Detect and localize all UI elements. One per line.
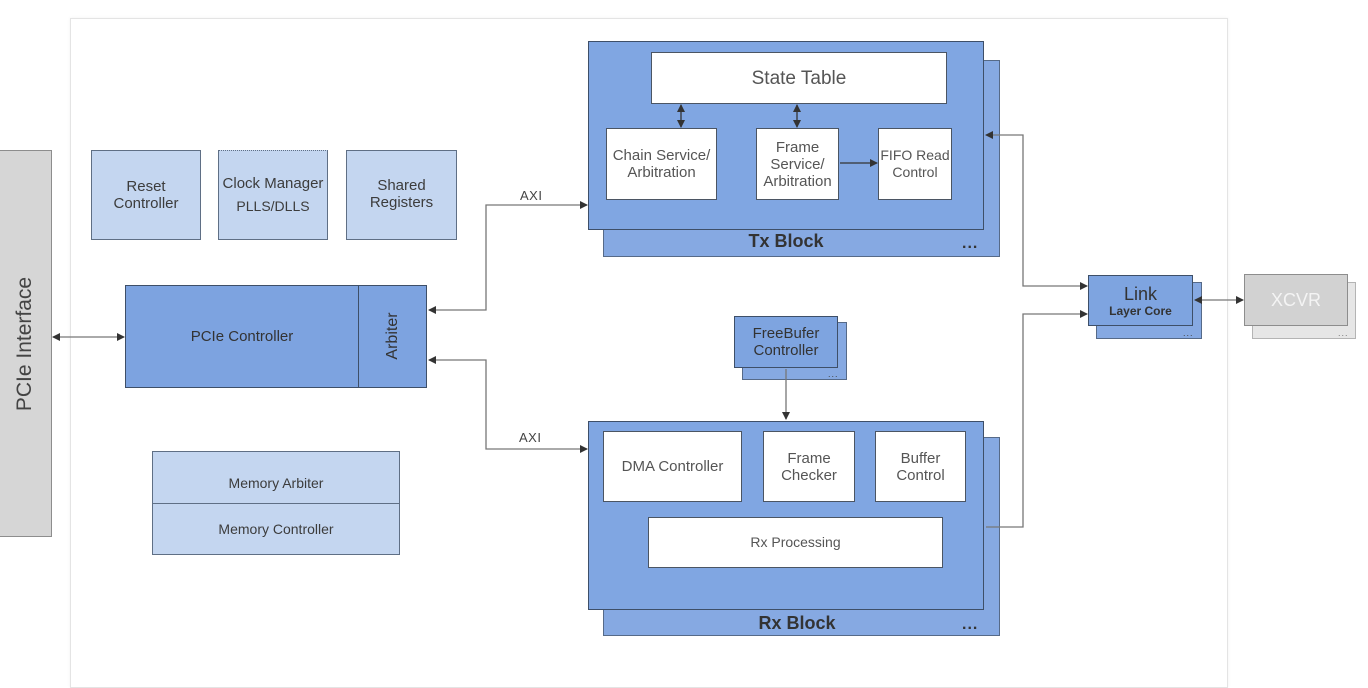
fifo-read-line1: FIFO Read [880,147,950,163]
link-layer-block: Link Layer Core [1088,275,1193,326]
pcie-interface-block: PCIe Interface [0,150,52,537]
memory-controller-block: Memory Controller [152,503,400,555]
tx-block-label: Tx Block [748,231,824,251]
shared-registers-block: Shared Registers [346,150,457,240]
rx-block-label: Rx Block [758,613,836,633]
frame-checker-line2: Checker [781,466,837,484]
memory-arbiter-block: Memory Arbiter [152,451,400,504]
buffer-control-line2: Control [896,467,945,484]
buffer-control-block: Buffer Control [875,431,966,502]
link-layer-line2: Layer Core [1109,303,1172,318]
chain-service-line2: Arbitration [627,164,696,181]
tx-block-more: ... [962,235,979,252]
frame-service-line2: Service/ [770,155,825,173]
reset-controller-line2: Controller [113,195,179,212]
link-layer-line1: Link [1123,283,1158,304]
fifo-read-line2: Control [892,164,938,180]
clock-manager-block: Clock Manager PLLS/DLLS [218,150,328,240]
buffer-control-line1: Buffer [900,450,941,467]
frame-checker-line1: Frame [787,449,831,467]
clock-manager-line2: PLLS/DLLS [236,198,310,214]
state-table-label: State Table [751,67,847,89]
shared-registers-line2: Registers [369,194,434,211]
chain-service-line1: Chain Service/ [612,147,711,164]
dma-controller-label: DMA Controller [621,458,724,475]
rx-processing-block: Rx Processing [648,517,943,568]
shared-registers-line1: Shared [377,177,426,194]
pcie-controller-label: PCIe Controller [190,328,294,345]
reset-controller-block: Reset Controller [91,150,201,240]
chain-service-block: Chain Service/ Arbitration [606,128,717,200]
dma-controller-block: DMA Controller [603,431,742,502]
link-layer-more: ... [1183,328,1194,338]
freebuffer-block: FreeBufer Controller [734,316,838,368]
clock-manager-line1: Clock Manager [222,175,324,192]
pcie-interface-label: PCIe Interface [13,276,36,412]
pcie-controller-block: PCIe Controller [125,285,359,388]
axi-bottom-label: AXI [519,430,542,445]
freebuffer-line1: FreeBufer [752,325,820,342]
fifo-read-block: FIFO Read Control [878,128,952,200]
memory-controller-label: Memory Controller [218,520,334,537]
frame-service-block: Frame Service/ Arbitration [756,128,839,200]
arbiter-block: Arbiter [358,285,427,388]
freebuffer-line2: Controller [753,342,819,359]
rx-processing-label: Rx Processing [750,534,841,550]
xcvr-more: ... [1338,328,1349,338]
xcvr-label: XCVR [1270,289,1321,310]
arbiter-label: Arbiter [384,312,401,360]
reset-controller-line1: Reset [126,178,166,195]
rx-block-more: ... [962,616,979,633]
freebuffer-more: ... [828,369,839,379]
state-table-block: State Table [651,52,947,104]
memory-arbiter-label: Memory Arbiter [228,475,324,491]
frame-service-line1: Frame [775,138,820,156]
frame-checker-block: Frame Checker [763,431,855,502]
axi-top-label: AXI [520,188,543,203]
xcvr-block: XCVR [1244,274,1348,326]
frame-service-line3: Arbitration [763,172,832,190]
